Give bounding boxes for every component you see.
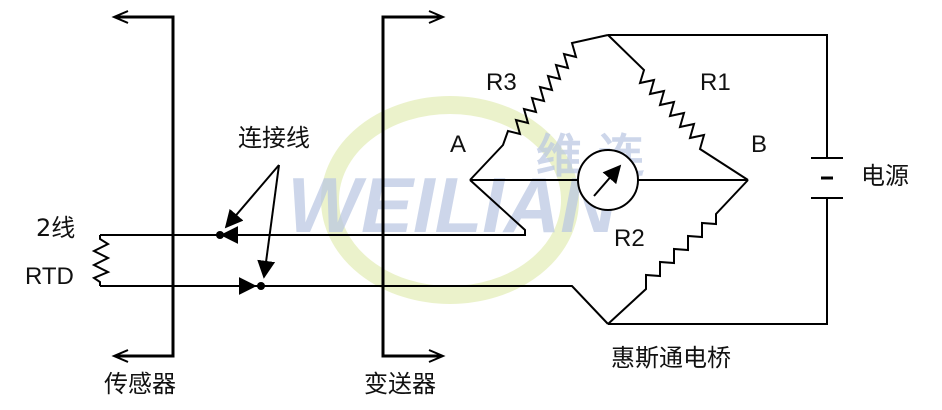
- callout-arrow-2: [257, 164, 280, 279]
- label-wheatstone-bridge: 惠斯通电桥: [611, 344, 731, 372]
- junction-dot-bottom: [257, 282, 265, 290]
- transmitter-boundary: [381, 10, 446, 363]
- label-r1: R1: [700, 69, 731, 96]
- watermark-swoosh: [321, 96, 579, 304]
- label-two-wire: 2线: [36, 214, 75, 242]
- label-node-a: A: [450, 131, 466, 158]
- resistor-r3: [469, 34, 609, 181]
- label-rtd: RTD: [25, 263, 74, 290]
- signal-wire-top: [100, 179, 526, 236]
- rtd-resistor: [91, 235, 111, 286]
- battery-icon: [811, 157, 843, 199]
- sensor-boundary: [111, 10, 175, 363]
- junction-dot-top: [216, 231, 224, 239]
- signal-wire-bottom: [100, 285, 609, 325]
- power-wire: [608, 34, 828, 325]
- label-transmitter: 变送器: [364, 370, 436, 398]
- label-sensor: 传感器: [104, 370, 176, 398]
- label-connection-wire: 连接线: [238, 124, 310, 152]
- resistor-r1: [607, 34, 749, 181]
- resistor-r2: [607, 179, 749, 325]
- label-r3: R3: [486, 69, 517, 96]
- label-node-b: B: [751, 131, 767, 158]
- galvanometer-needle-icon: [593, 164, 622, 197]
- label-r2: R2: [614, 225, 645, 252]
- callout-arrow-1: [224, 164, 280, 229]
- label-power-supply: 电源: [861, 162, 909, 190]
